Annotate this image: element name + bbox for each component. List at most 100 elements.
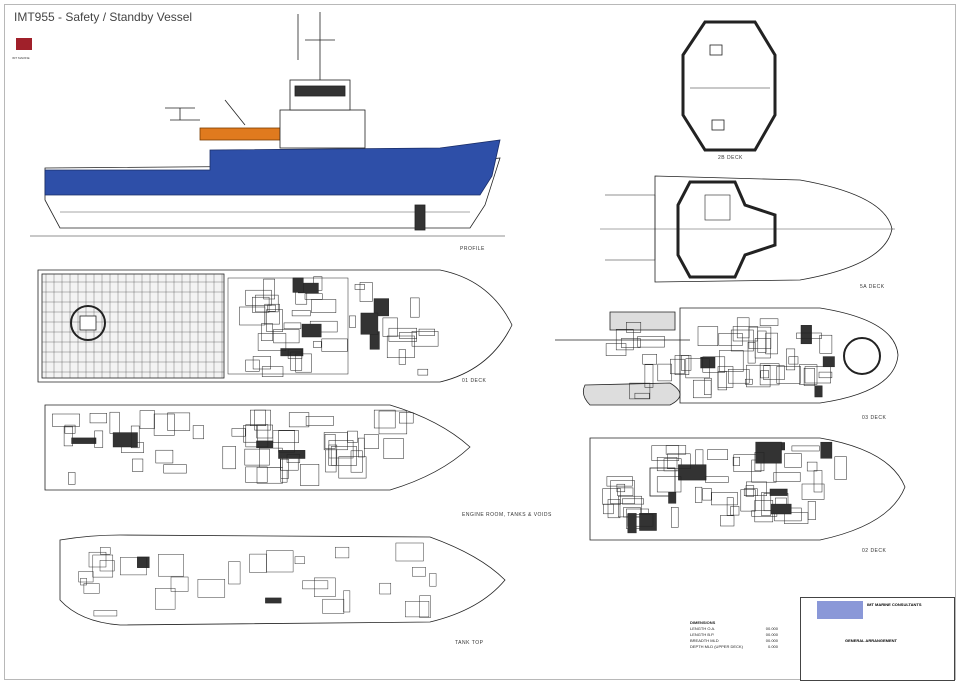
drawing-line xyxy=(818,371,833,379)
drawing-line xyxy=(244,448,270,466)
drawing-line xyxy=(290,351,303,371)
drawing-line xyxy=(685,358,710,379)
drawing-line xyxy=(382,317,398,337)
drawing-line xyxy=(153,413,175,436)
drawing-line xyxy=(399,412,414,424)
drawing-line xyxy=(834,456,847,480)
drawing-line xyxy=(697,326,719,346)
drawing-line xyxy=(280,458,289,479)
drawing-line xyxy=(730,329,754,352)
drawing-line xyxy=(261,323,273,341)
drawing-line xyxy=(328,440,354,459)
drawing-line xyxy=(651,445,680,461)
drawing-line xyxy=(642,354,657,365)
drawing-line xyxy=(295,353,312,373)
label-deck-01: 01 DECK xyxy=(462,378,487,384)
drawing-line xyxy=(52,413,80,427)
drawing-line xyxy=(760,370,769,379)
dimension-value: 00.000 xyxy=(765,632,778,637)
profile-view xyxy=(30,12,505,237)
drawing-line xyxy=(92,554,114,578)
drawing-line xyxy=(748,326,772,349)
title-block-logo xyxy=(817,601,863,619)
drawing-line xyxy=(158,554,184,577)
drawing-line xyxy=(629,382,651,400)
drawing-line xyxy=(801,483,825,500)
drawing-line xyxy=(800,325,812,345)
drawing-line xyxy=(707,449,728,460)
drawing-line xyxy=(754,452,765,472)
drawing-line xyxy=(280,470,288,483)
drawing-line xyxy=(373,298,389,317)
deck-5a-plan xyxy=(600,175,895,283)
drawing-line xyxy=(360,312,379,335)
label-deck-03: 03 DECK xyxy=(862,415,887,421)
drawing-line xyxy=(83,583,100,594)
drawing-line xyxy=(773,472,801,482)
dimension-row: LENGTH O.A.00.000 xyxy=(690,626,778,632)
drawing-line xyxy=(379,582,392,595)
title-block-drawing-name: GENERAL ARRANGEMENT xyxy=(844,638,897,643)
drawing-line xyxy=(68,472,76,485)
drawing-line xyxy=(606,476,633,487)
drawing-line xyxy=(602,488,621,505)
drawing-line xyxy=(120,557,147,576)
drawing-line xyxy=(359,282,373,302)
drawing-line xyxy=(292,277,304,293)
drawing-line xyxy=(80,578,87,586)
drawing-line xyxy=(64,424,76,434)
dimension-row: LENGTH B.P.00.000 xyxy=(690,632,778,638)
drawing-line xyxy=(711,492,738,506)
drawing-line xyxy=(100,547,111,555)
drawing-line xyxy=(678,464,707,481)
drawing-line xyxy=(395,542,424,562)
drawing-line xyxy=(671,507,679,528)
drawing-line xyxy=(657,363,672,382)
drawing-line xyxy=(245,289,272,306)
drawing-line xyxy=(617,487,634,496)
drawing-line xyxy=(765,332,778,355)
drawing-line xyxy=(302,580,329,590)
drawing-line xyxy=(776,366,801,384)
drawing-line xyxy=(796,332,822,339)
drawing-line xyxy=(417,368,429,376)
drawing-line xyxy=(373,409,396,429)
drawing-line xyxy=(398,349,406,365)
drawing-line xyxy=(807,501,816,520)
drawing-line xyxy=(755,441,782,464)
drawing-line xyxy=(89,413,107,424)
drawing-line xyxy=(245,424,269,448)
label-profile: PROFILE xyxy=(460,246,485,252)
drawing-line xyxy=(350,450,363,473)
drawing-line xyxy=(155,588,176,610)
drawing-line xyxy=(343,590,351,613)
drawing-line xyxy=(639,513,657,531)
drawing-line xyxy=(197,579,226,598)
label-engine-room: ENGINE ROOM, TANKS & VOIDS xyxy=(462,512,552,518)
drawing-line xyxy=(412,567,426,577)
drawing-line xyxy=(607,499,621,519)
drawing-line xyxy=(702,488,712,501)
title-block: IMT MARINE CONSULTANTS GENERAL ARRANGEME… xyxy=(800,597,955,681)
drawing-line xyxy=(746,481,767,496)
drawing-line xyxy=(163,464,187,474)
drawing-line xyxy=(222,446,236,470)
hull-blue-band xyxy=(44,139,501,196)
dimensions-heading: DIMENSIONS xyxy=(690,620,716,625)
drawing-line xyxy=(820,441,833,459)
drawing-line xyxy=(249,553,267,573)
drawing-line xyxy=(330,446,357,466)
drawing-line xyxy=(704,377,712,395)
drawing-line xyxy=(132,458,144,472)
title-block-company: IMT MARINE CONSULTANTS xyxy=(867,602,922,607)
drawing-line xyxy=(311,299,337,313)
drawing-line xyxy=(814,385,823,398)
drawing-line xyxy=(167,412,191,431)
deck-03-plan xyxy=(555,307,899,406)
drawing-line xyxy=(324,434,336,449)
drawing-line xyxy=(250,409,266,426)
label-tank-top: TANK TOP xyxy=(455,640,484,646)
tank-top-plan xyxy=(59,534,506,626)
drawing-line xyxy=(405,601,430,618)
